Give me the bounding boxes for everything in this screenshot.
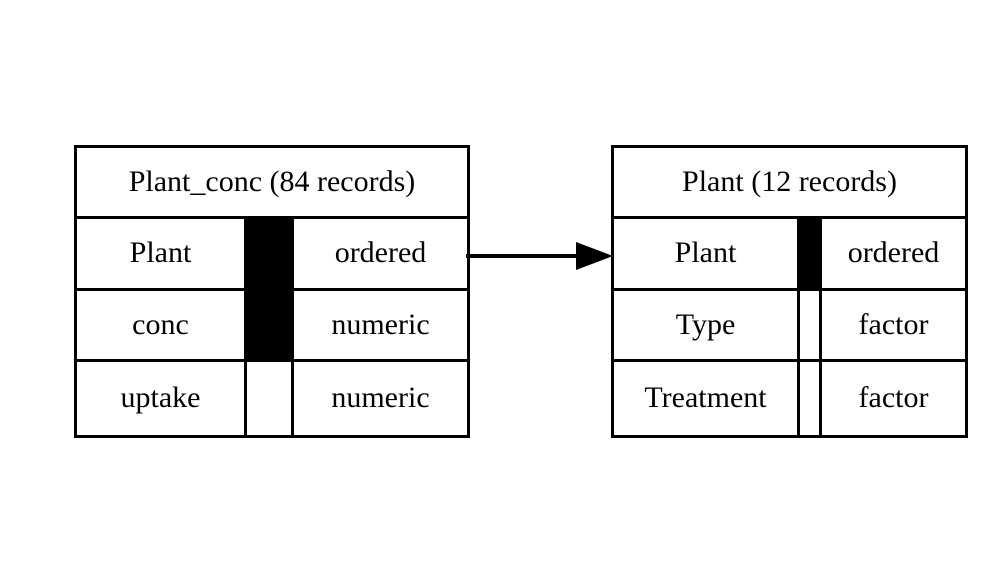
- field-name-plant-1: Type: [614, 290, 797, 359]
- relationship-arrow-plant-conc-to-plant: [466, 242, 613, 270]
- primary-key-marker-icon: [797, 219, 822, 288]
- entity-title-plant: Plant (12 records): [614, 148, 965, 220]
- field-name-plant-conc-0: Plant: [77, 219, 244, 288]
- table-row[interactable]: Plant ordered: [77, 219, 467, 291]
- table-row[interactable]: conc numeric: [77, 290, 467, 362]
- table-row[interactable]: Plant ordered: [614, 219, 965, 291]
- entity-title-plant-conc: Plant_conc (84 records): [77, 148, 467, 220]
- field-name-plant-2: Treatment: [614, 361, 797, 435]
- field-name-plant-0: Plant: [614, 219, 797, 288]
- entity-table-plant-conc[interactable]: Plant_conc (84 records) Plant ordered co…: [74, 145, 470, 438]
- field-type-plant-2: factor: [822, 361, 965, 435]
- table-row[interactable]: uptake numeric: [77, 361, 467, 435]
- field-name-plant-conc-2: uptake: [77, 361, 244, 435]
- field-type-plant-conc-2: numeric: [294, 361, 467, 435]
- primary-key-marker-icon: [244, 290, 294, 359]
- table-row[interactable]: Type factor: [614, 290, 965, 362]
- arrowhead-icon: [576, 242, 613, 270]
- field-name-plant-conc-1: conc: [77, 290, 244, 359]
- entity-table-plant[interactable]: Plant (12 records) Plant ordered Type fa…: [611, 145, 968, 438]
- field-type-plant-1: factor: [822, 290, 965, 359]
- table-row[interactable]: Treatment factor: [614, 361, 965, 435]
- field-type-plant-0: ordered: [822, 219, 965, 288]
- primary-key-marker-icon: [244, 219, 294, 288]
- field-type-plant-conc-1: numeric: [294, 290, 467, 359]
- key-marker-empty-icon: [797, 290, 822, 359]
- key-marker-empty-icon: [797, 361, 822, 435]
- field-type-plant-conc-0: ordered: [294, 219, 467, 288]
- key-marker-empty-icon: [244, 361, 294, 435]
